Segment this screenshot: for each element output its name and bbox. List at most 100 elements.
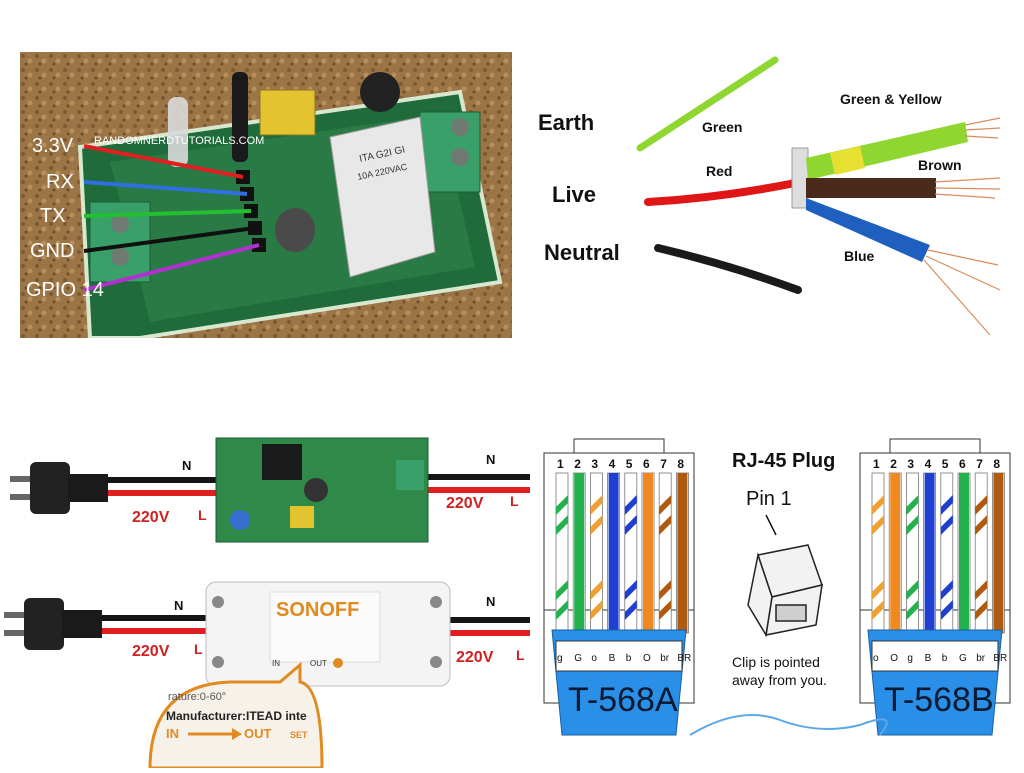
wire-stripe-7-1: [975, 515, 988, 535]
rj45-panel: RJ-45 Plug Pin 1 Clip is pointed away fr…: [540, 435, 1020, 768]
wire-stripe-5-0: [940, 495, 953, 515]
capacitor-small: [275, 208, 315, 252]
wire-stripe-7-3: [659, 600, 672, 620]
live-label: Live: [552, 182, 596, 207]
wire-code-1: o: [873, 653, 879, 664]
wire-stripe-1-0: [872, 495, 884, 515]
copper-strands: [923, 117, 1001, 336]
n-label-1: N: [182, 458, 191, 473]
case-screw-4: [430, 656, 442, 668]
pin-wire-4: [83, 243, 260, 292]
wire-stripe-5-3: [940, 600, 953, 620]
pin-label-4: GPIO 14: [26, 279, 104, 301]
wire-solid-2: [890, 473, 901, 633]
connector-top-tab: [573, 438, 665, 454]
pin-wire-3: [83, 226, 256, 253]
clip-note-1: Clip is pointed: [732, 654, 820, 670]
transformer: [259, 89, 316, 136]
wire-code-8: BR: [993, 653, 1007, 664]
antenna: [232, 72, 248, 162]
neutral-wire: [654, 244, 802, 294]
wire-code-2: O: [890, 653, 898, 664]
standard-name: T-568A: [568, 681, 678, 719]
neutral-label: Neutral: [544, 240, 620, 265]
wire-code-1: g: [557, 653, 563, 664]
l-label-2: L: [510, 493, 519, 509]
sonoff-label-sticker: [269, 591, 381, 663]
cable-jacket: [791, 147, 809, 209]
sonoff-pinout-image: ITA G2I GI 10A 220VAC RANDOMNERDTUTORIAL…: [20, 52, 512, 340]
red-wire-label: Red: [706, 163, 732, 179]
core-blue: [806, 198, 930, 262]
wire-stripe-1-3: [556, 600, 568, 620]
case-screw-2: [212, 656, 224, 668]
wire-stripe-3-1: [906, 515, 919, 535]
wire-solid-8: [993, 473, 1004, 633]
wire-stripe-5-2: [940, 580, 953, 600]
relay-connection-diagram: N N 220V L 220V L SONOFF IN OUT N N 220V…: [4, 437, 530, 770]
pin1-pointer: [765, 514, 777, 536]
relay-connection-panel: N N 220V L 220V L SONOFF IN OUT N N 220V…: [0, 430, 535, 770]
connecting-cable: [689, 714, 888, 736]
wire-stripe-5-1: [624, 515, 637, 535]
case-button: [333, 658, 343, 668]
wire-solid-8: [677, 473, 688, 633]
core-yellow-stripe: [830, 146, 865, 175]
zoom-in-text: IN: [166, 726, 179, 741]
wire-code-4: B: [925, 653, 932, 664]
wire-stripe-7-0: [975, 495, 988, 515]
rj45-plug-drawing: [747, 544, 823, 638]
brown-label: Brown: [918, 157, 962, 173]
zoom-out-text: OUT: [244, 726, 272, 741]
pin-wires: [83, 144, 260, 292]
pin-number-5: 5: [626, 457, 633, 471]
power-plug-top: [10, 462, 108, 514]
wire-solid-4: [924, 473, 935, 633]
mains-wiring-panel: Earth Live Neutral Green Red Green & Yel…: [530, 50, 1010, 350]
zoom-set-text: SET: [290, 730, 308, 740]
blue-label: Blue: [844, 248, 875, 264]
earth-label: Earth: [538, 110, 594, 135]
connector-top-tab: [889, 438, 981, 454]
pin-number-3: 3: [907, 457, 914, 471]
screw-left-1: [111, 215, 129, 233]
wire-stripe-1-2: [872, 580, 884, 600]
wire-code-5: b: [626, 653, 632, 664]
screw-left-2: [111, 248, 129, 266]
wire-stripe-5-3: [624, 600, 637, 620]
wire-stripe-5-0: [624, 495, 637, 515]
wire-code-3: o: [591, 653, 597, 664]
clip-note-2: away from you.: [732, 672, 827, 688]
n-label-2: N: [486, 452, 495, 467]
pin-number-7: 7: [660, 457, 667, 471]
case-out-label: OUT: [310, 659, 327, 668]
bare-board-transformer: [290, 506, 314, 528]
live-wire: [644, 179, 799, 206]
wire-code-8: BR: [677, 653, 691, 664]
wire-stripe-7-3: [975, 600, 988, 620]
pin-number-1: 1: [557, 457, 564, 471]
n-label-4: N: [486, 594, 495, 609]
pin-number-8: 8: [677, 457, 684, 471]
wire-stripe-3-3: [906, 600, 919, 620]
wire-stripe-7-1: [659, 515, 672, 535]
core-brown: [806, 178, 936, 198]
n-label-3: N: [174, 598, 183, 613]
wire-code-6: G: [959, 653, 967, 664]
pin-number-2: 2: [574, 457, 581, 471]
l-label-4: L: [516, 647, 525, 663]
wire-code-7: br: [976, 653, 986, 664]
bare-board-relay: [262, 444, 302, 480]
rj45-title: RJ-45 Plug: [732, 450, 835, 472]
pin-number-1: 1: [873, 457, 880, 471]
wire-stripe-3-0: [906, 495, 919, 515]
wire-stripe-5-1: [940, 515, 953, 535]
case-in-label: IN: [272, 659, 280, 668]
pin-wire-1: [83, 180, 248, 196]
mains-wiring-diagram: Earth Live Neutral Green Red Green & Yel…: [538, 56, 1001, 336]
pin-label-0: 3.3V: [32, 135, 74, 157]
bare-board-capacitor: [304, 478, 328, 502]
wire-stripe-3-0: [590, 495, 603, 515]
